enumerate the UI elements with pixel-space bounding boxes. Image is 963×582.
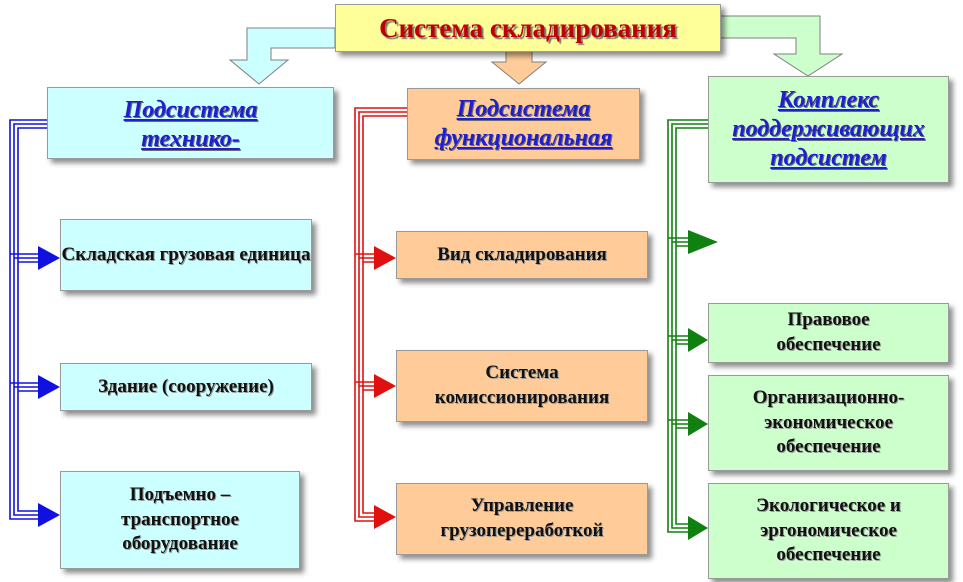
col2-header: Подсистема функциональная — [434, 96, 613, 151]
col2-item-1-label: Вид складирования — [437, 243, 607, 265]
col1-item-3-label: Подъемно – транспортное оборудование — [121, 483, 239, 555]
title-arrow-center — [490, 49, 548, 85]
col3-item-2-label: Организационно-экономическое обеспечение — [752, 386, 905, 458]
col1-item-1: Складская грузовая единица — [60, 219, 312, 291]
col1-item-1-label: Складская грузовая единица — [61, 243, 311, 265]
col3-header: Комплекс поддерживающих подсистем — [732, 87, 925, 171]
title-arrow-right — [719, 15, 844, 77]
col2-arrowheads — [374, 246, 396, 529]
diagram-title: Система складирования — [379, 12, 677, 43]
col2-item-2: Система комиссионирования — [396, 350, 648, 422]
col1-connector — [9, 119, 47, 520]
col3-item-1: Правовое обеспечение — [708, 303, 949, 363]
col2-item-1: Вид складирования — [396, 231, 648, 279]
col2-header-box: Подсистема функциональная — [407, 88, 640, 160]
col1-item-3: Подъемно – транспортное оборудование — [60, 471, 300, 569]
title-arrow-left — [228, 27, 336, 85]
col3-item-2: Организационно-экономическое обеспечение — [708, 375, 949, 471]
col2-item-3: Управление грузопереработкой — [396, 483, 648, 555]
col3-item-3: Экологическое и эргономическое обеспечен… — [708, 483, 949, 579]
title-box: Система складирования — [335, 4, 721, 52]
col1-header-box: Подсистема технико- — [47, 87, 334, 159]
col2-item-2-label: Система комиссионирования — [434, 362, 610, 408]
col1-arrowheads — [38, 246, 60, 527]
col3-item-3-label: Экологическое и эргономическое обеспечен… — [756, 494, 901, 566]
col3-header-box: Комплекс поддерживающих подсистем — [708, 76, 949, 183]
col1-header: Подсистема технико- — [123, 97, 258, 152]
col3-arrowheads — [688, 230, 718, 540]
col1-item-2-label: Здание (сооружение) — [98, 375, 274, 397]
col2-connector — [354, 107, 407, 522]
col3-connector — [667, 119, 708, 533]
col3-item-1-label: Правовое обеспечение — [776, 309, 881, 355]
col2-item-3-label: Управление грузопереработкой — [440, 495, 604, 541]
col1-item-2: Здание (сооружение) — [60, 363, 312, 411]
